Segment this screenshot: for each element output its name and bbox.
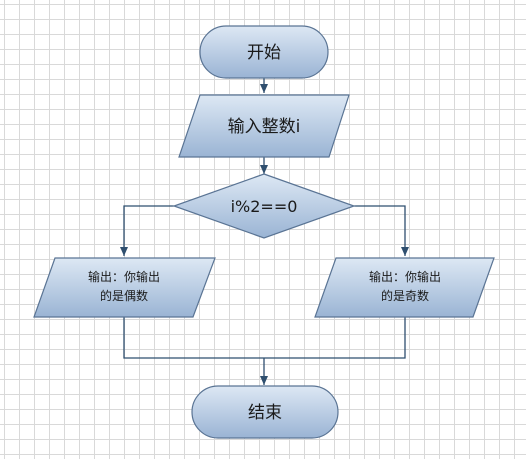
arrow-decision-to-even [120,205,174,256]
output-odd-line1: 输出：你输出 [369,269,441,284]
decision-label: i%2==0 [231,197,298,216]
start-node: 开始 [199,25,329,79]
output-even-line2: 的是偶数 [100,288,148,303]
output-even-line1: 输出：你输出 [88,269,160,284]
input-label: 输入整数i [228,117,301,137]
decision-node: i%2==0 [172,173,356,239]
connectors [120,78,409,385]
end-label: 结束 [248,403,282,423]
input-node: 输入整数i [178,94,350,158]
output-odd-node: 输出：你输出 的是奇数 [314,257,495,318]
end-node: 结束 [191,385,339,439]
start-label: 开始 [247,43,281,63]
line-even-to-merge [123,317,406,359]
arrow-decision-to-odd [354,205,409,256]
output-odd-line2: 的是奇数 [381,288,429,303]
output-even-node: 输出：你输出 的是偶数 [33,257,216,318]
